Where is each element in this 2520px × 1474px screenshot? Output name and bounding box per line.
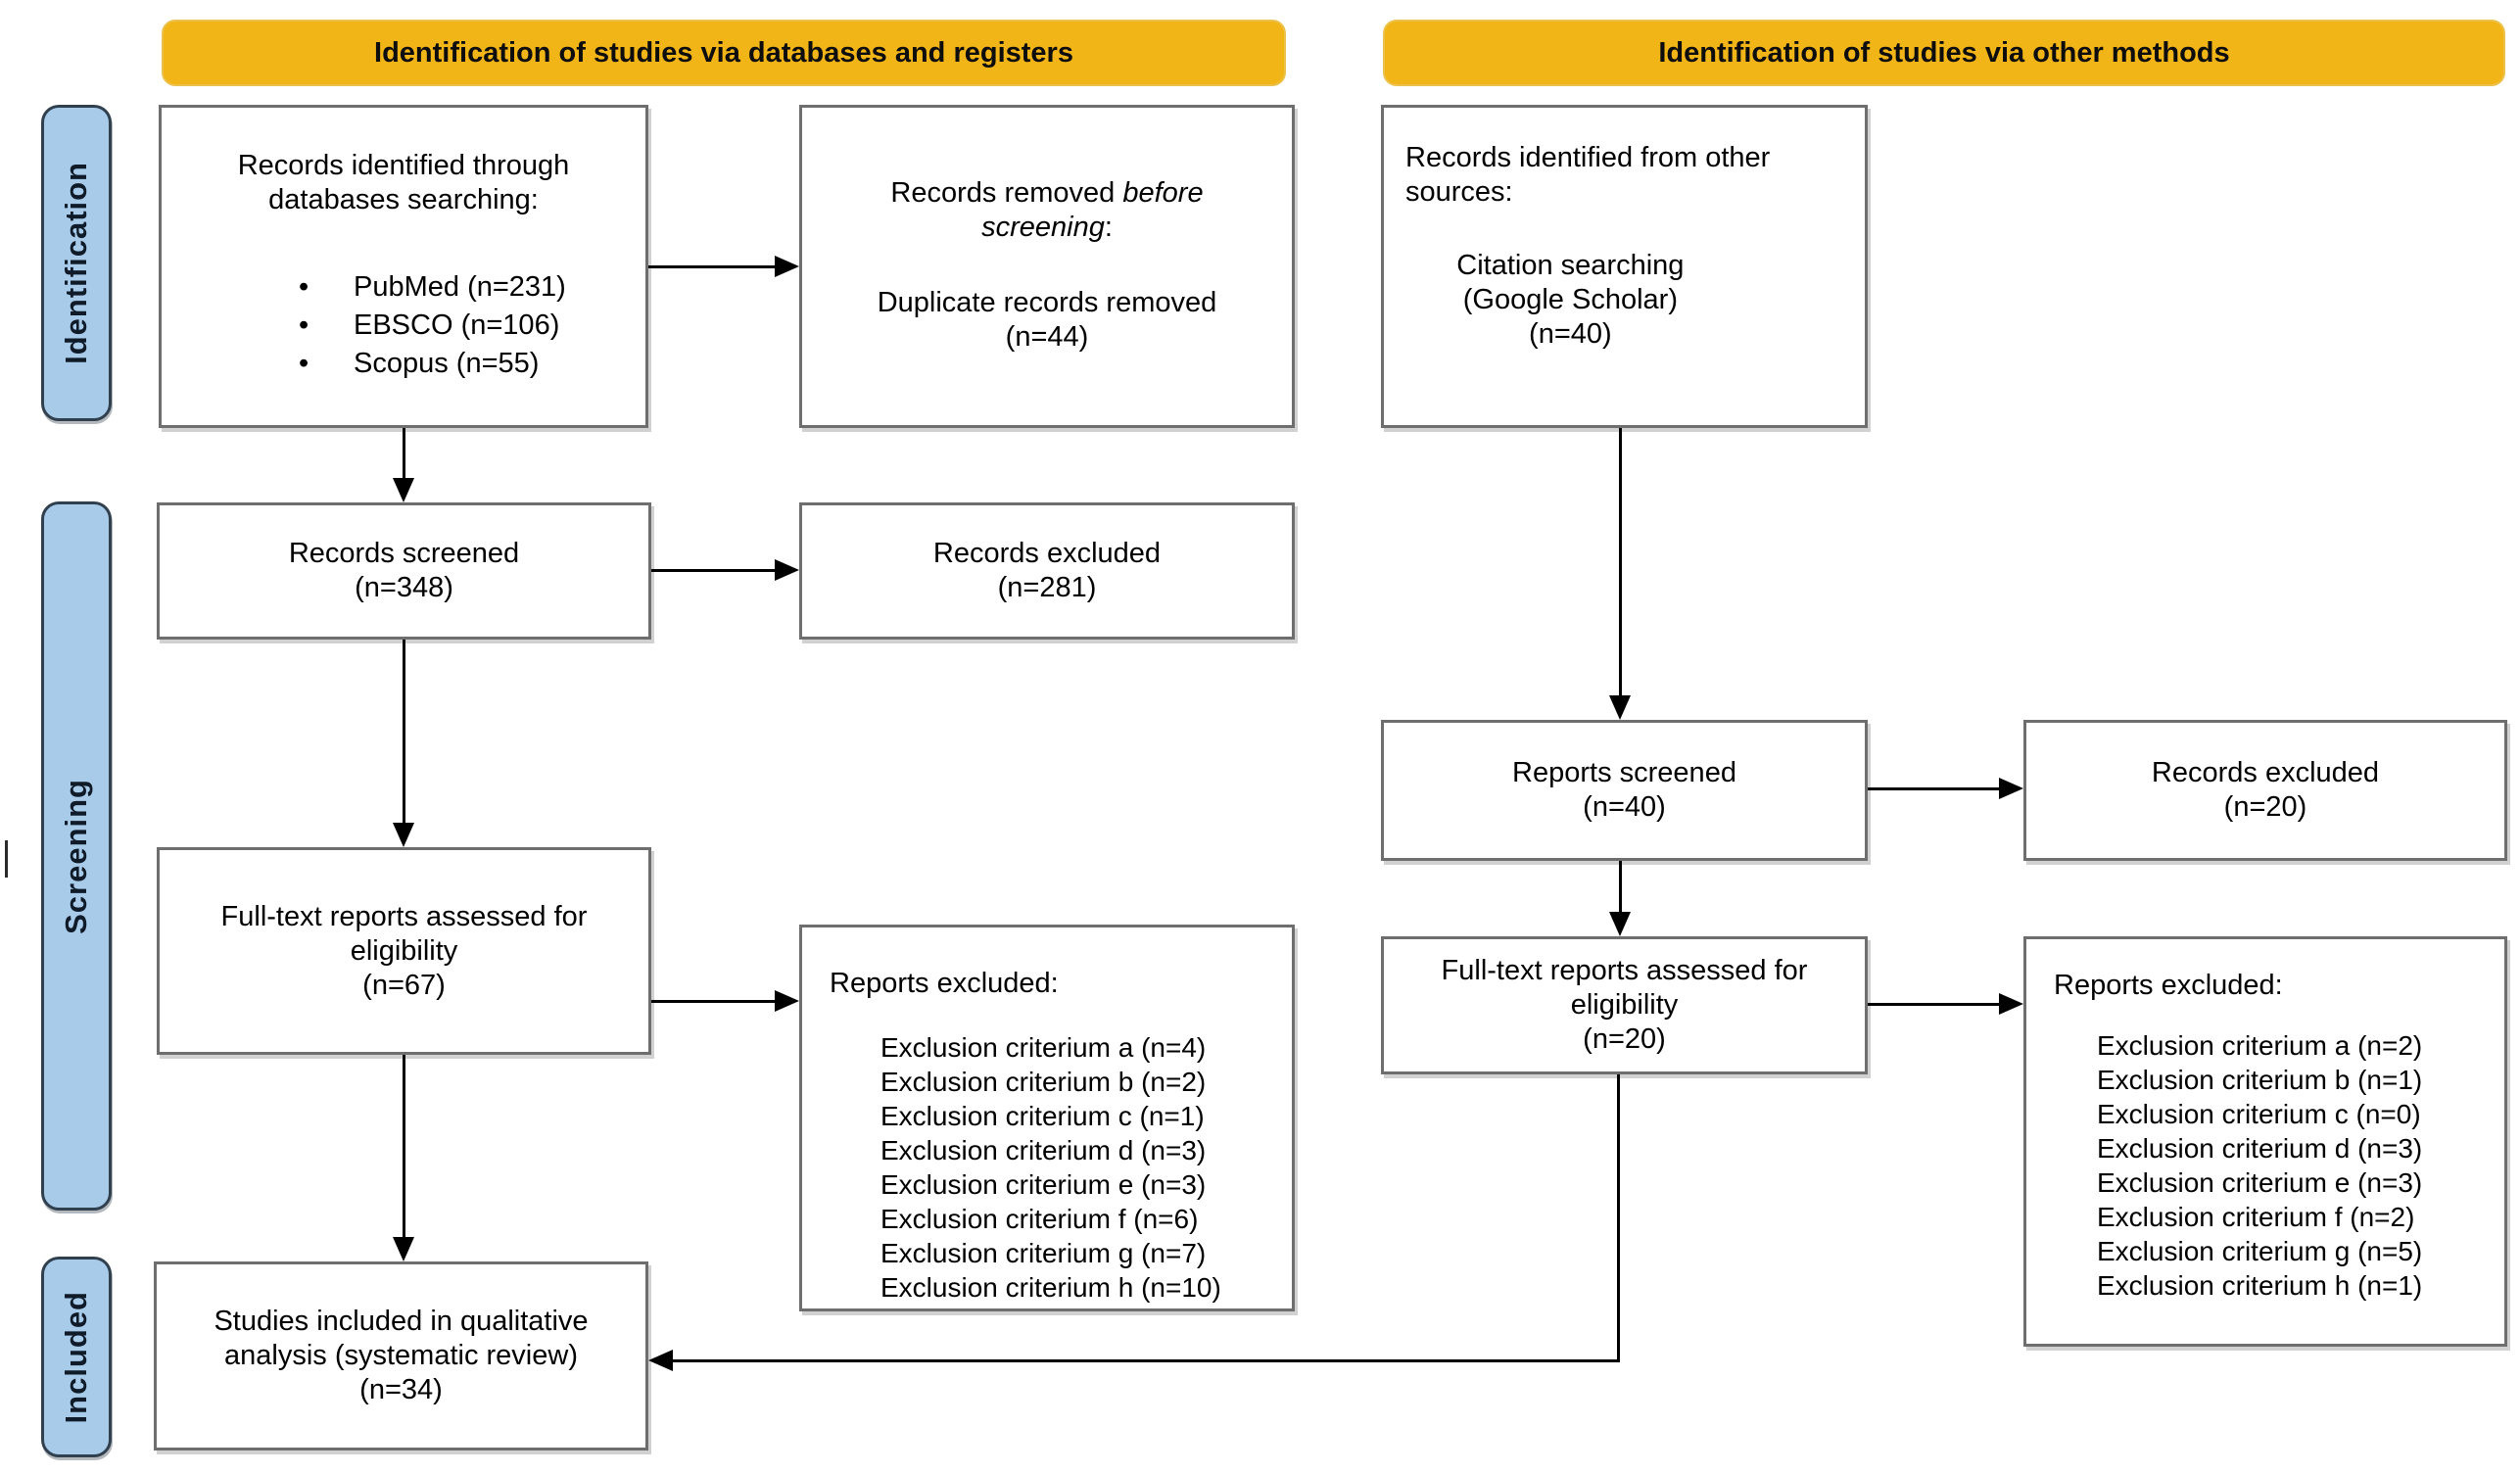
- list-item: Scopus (n=55): [299, 345, 645, 383]
- stage-tab-identification: Identification: [41, 105, 112, 421]
- records-screened-text: Records screened (n=348): [288, 538, 520, 603]
- box-reports-screened: Reports screened (n=40): [1381, 720, 1868, 861]
- list-item: PubMed (n=231): [299, 268, 645, 307]
- box-reports-excluded-other: Reports excluded: Exclusion criterium a …: [2023, 936, 2507, 1347]
- fulltext-db-text: Full-text reports assessed for eligibili…: [220, 900, 588, 1001]
- records-identified-intro: Records identified through databases sea…: [237, 150, 570, 215]
- box-records-screened: Records screened (n=348): [157, 502, 651, 640]
- reports-excluded-db-items: Exclusion criterium a (n=4) Exclusion cr…: [880, 1032, 1221, 1303]
- stage-tab-included: Included: [41, 1257, 112, 1457]
- reports-screened-text: Reports screened (n=40): [1512, 757, 1736, 823]
- fulltext-other-text: Full-text reports assessed for eligibili…: [1441, 955, 1808, 1055]
- duplicate-records-detail: Duplicate records removed (n=44): [877, 287, 1217, 353]
- records-excluded-other-text: Records excluded (n=20): [2151, 757, 2380, 823]
- records-removed-italic: before screening: [981, 177, 1204, 243]
- box-records-excluded-databases: Records excluded (n=281): [799, 502, 1295, 640]
- studies-included-text: Studies included in qualitative analysis…: [214, 1306, 589, 1405]
- records-removed-colon: :: [1104, 212, 1113, 243]
- records-removed-prefix: Records removed: [890, 177, 1123, 209]
- box-records-removed-before-screening: Records removed before screening: Duplic…: [799, 105, 1295, 428]
- records-removed-heading: Records removed before screening:: [841, 176, 1253, 245]
- box-fulltext-assessed-databases: Full-text reports assessed for eligibili…: [157, 847, 651, 1055]
- list-item: EBSCO (n=106): [299, 307, 645, 345]
- stage-label-included: Included: [59, 1290, 93, 1424]
- stage-label-identification: Identification: [59, 162, 93, 364]
- reports-excluded-db-title: Reports excluded:: [830, 968, 1059, 999]
- box-records-identified-databases: Records identified through databases sea…: [159, 105, 648, 428]
- reports-excluded-other-title: Reports excluded:: [2054, 970, 2283, 1001]
- box-studies-included: Studies included in qualitative analysis…: [154, 1261, 648, 1450]
- box-records-identified-other: Records identified from other sources: C…: [1381, 105, 1868, 428]
- stage-tab-screening: Screening: [41, 501, 112, 1211]
- database-source-list: PubMed (n=231) EBSCO (n=106) Scopus (n=5…: [299, 268, 645, 383]
- records-excluded-db-text: Records excluded (n=281): [932, 538, 1162, 603]
- stray-mark: [5, 840, 8, 878]
- header-databases-registers: Identification of studies via databases …: [162, 20, 1286, 86]
- box-fulltext-assessed-other: Full-text reports assessed for eligibili…: [1381, 936, 1868, 1074]
- reports-excluded-other-items: Exclusion criterium a (n=2) Exclusion cr…: [2097, 1030, 2423, 1301]
- header-other-methods: Identification of studies via other meth…: [1383, 20, 2505, 86]
- records-other-intro: Records identified from other sources:: [1405, 142, 1771, 208]
- citation-searching-detail: Citation searching (Google Scholar) (n=4…: [1456, 250, 1685, 350]
- box-reports-excluded-databases: Reports excluded: Exclusion criterium a …: [799, 925, 1295, 1311]
- box-records-excluded-other: Records excluded (n=20): [2023, 720, 2507, 861]
- stage-label-screening: Screening: [59, 778, 93, 934]
